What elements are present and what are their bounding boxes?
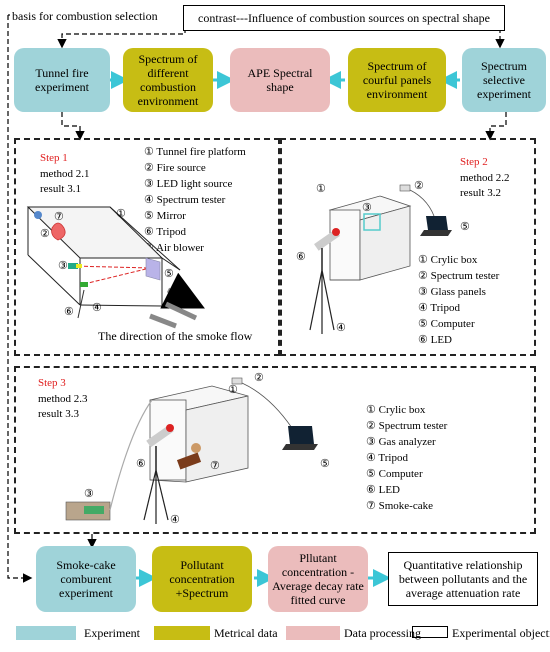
mirror-icon (145, 257, 161, 281)
s3-computer-icon (288, 426, 314, 444)
step2-frame (280, 138, 536, 356)
fire-source-icon (51, 222, 66, 241)
s1-num-2: ② (40, 228, 50, 240)
s2-num-4: ④ (336, 322, 346, 334)
step1-title: Step 1 (40, 152, 68, 164)
contrast-box: contrast---Influence of combustion sourc… (183, 5, 505, 31)
legend-swatch-objective (412, 626, 448, 638)
spectrum-tester-icon (80, 282, 88, 287)
legend-metrical: Metrical data (214, 626, 278, 640)
step1-frame (14, 138, 280, 356)
s1-num-6: ⑥ (64, 306, 74, 318)
step1-item: ① Tunnel fire platform (144, 146, 246, 158)
air-blower-icon (34, 211, 42, 219)
step2-item: ② Spectrum tester (418, 270, 500, 282)
step2-result: result 3.2 (460, 187, 501, 199)
step3-title: Step 3 (38, 377, 66, 389)
s3-num-1: ① (228, 384, 238, 396)
smoke-flow-label: The direction of the smoke flow (98, 329, 253, 343)
step3-item: ④ Tripod (366, 452, 408, 464)
step2-item: ④ Tripod (418, 302, 460, 314)
s1-num-5: ⑤ (164, 268, 174, 280)
step3-item: ① Crylic box (366, 404, 426, 416)
step2-method: method 2.2 (460, 172, 510, 184)
step1-method: method 2.1 (40, 168, 90, 180)
s2-num-2: ② (414, 180, 424, 192)
dashed-selective-down (485, 112, 507, 141)
s2-spectrum-tester-icon (399, 184, 411, 192)
glass-panel-icon (363, 213, 381, 231)
step2-item: ③ Glass panels (418, 286, 486, 298)
pollutant-spectrum-box: Pollutant concentration +Spectrum (152, 546, 252, 612)
step3-item: ③ Gas analyzer (366, 436, 436, 448)
tunnel-fire-experiment-box: Tunnel fire experiment (14, 48, 110, 112)
s1-num-4: ④ (92, 302, 102, 314)
step3-method: method 2.3 (38, 393, 88, 405)
s1-num-1: ① (116, 208, 126, 220)
step1-result: result 3.1 (40, 183, 81, 195)
step1-item: ④ Spectrum tester (144, 194, 226, 206)
s3-num-7: ⑦ (210, 460, 220, 472)
s3-num-5: ⑤ (320, 458, 330, 470)
step1-item: ③ LED light source (144, 178, 233, 190)
step3-item: ② Spectrum tester (366, 420, 448, 432)
s1-num-3: ③ (58, 260, 68, 272)
step1-item: ⑤ Mirror (144, 210, 186, 222)
decay-rate-curve-box: Pllutant concentration - Average decay r… (268, 546, 368, 612)
s2-num-3: ③ (362, 202, 372, 214)
dashed-contrast-left (57, 28, 186, 49)
legend-objective: Experimental objective (452, 626, 550, 640)
panels-environment-box: Spectrum of courful panels environment (348, 48, 446, 112)
basis-label: basis for combustion selection (12, 9, 158, 23)
step2-item: ⑤ Computer (418, 318, 475, 330)
s3-num-4: ④ (170, 514, 180, 526)
smoke-cake-experiment-box: Smoke-cake comburent experiment (36, 546, 136, 612)
step3-frame (14, 366, 536, 534)
s2-num-5: ⑤ (460, 221, 470, 233)
quantitative-relationship-box: Quantitative relationship between pollut… (388, 552, 538, 606)
smoke-cake-icon (176, 452, 202, 470)
step3-legend-list: ① Crylic box ② Spectrum tester ③ Gas ana… (366, 404, 447, 513)
legend-swatch-experiment (16, 626, 76, 640)
step3-item: ⑥ LED (366, 484, 400, 496)
s3-num-6: ⑥ (136, 458, 146, 470)
step2-item: ⑥ LED (418, 334, 452, 346)
spectrum-environment-box: Spectrum of different combustion environ… (123, 48, 213, 112)
step3-item: ⑤ Computer (366, 468, 423, 480)
dashed-basis-line (7, 15, 33, 583)
ape-spectral-shape-box: APE Spectral shape (230, 48, 330, 112)
step2-title: Step 2 (460, 156, 488, 168)
s1-num-7: ⑦ (54, 211, 64, 223)
step2-legend-list: ① Crylic box ② Spectrum tester ③ Glass p… (418, 254, 499, 347)
step3-item: ⑦ Smoke-cake (366, 500, 433, 512)
step2-item: ① Crylic box (418, 254, 478, 266)
computer-icon (426, 216, 448, 230)
legend-swatch-processing (286, 626, 340, 640)
s2-num-1: ① (316, 183, 326, 195)
step1-item: ⑥ Tripod (144, 226, 186, 238)
s2-num-6: ⑥ (296, 251, 306, 263)
s3-spectrum-tester-icon (231, 377, 243, 385)
step1-item: ② Fire source (144, 162, 206, 174)
s3-num-2: ② (254, 372, 264, 384)
smoke-flow-arrow (160, 272, 205, 309)
legend-processing: Data processing (344, 626, 421, 640)
legend-swatch-metrical (154, 626, 210, 640)
led-source-icon (68, 263, 78, 269)
legend-experiment: Experiment (84, 626, 140, 640)
contrast-label: contrast---Influence of combustion sourc… (198, 10, 490, 25)
s3-num-3: ③ (84, 488, 94, 500)
spectrum-selective-box: Spectrum selective experiment (462, 48, 546, 112)
step3-result: result 3.3 (38, 408, 79, 420)
